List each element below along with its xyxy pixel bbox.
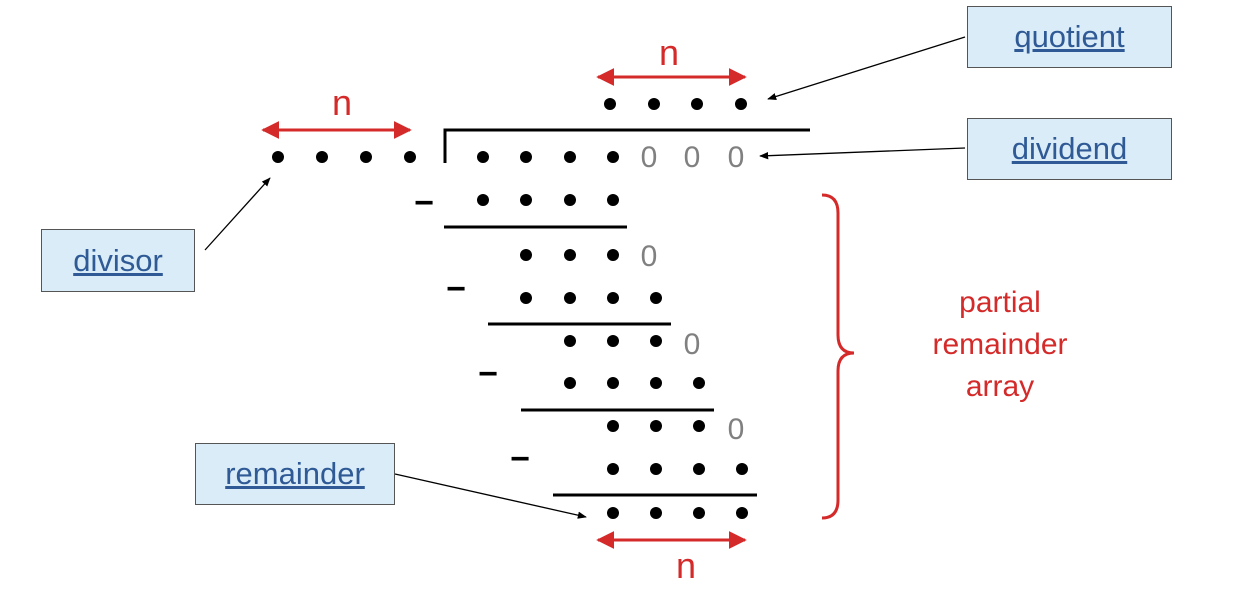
remainder-n-label: n — [676, 545, 696, 586]
dividend-zero-3: 0 — [728, 141, 745, 174]
partial-rem-3-dot-1 — [607, 420, 619, 432]
dividend-dot-4 — [607, 151, 619, 163]
quotient-dot-4 — [735, 98, 747, 110]
partial-rem-1-dot-1 — [520, 249, 532, 261]
quotient-label[interactable]: quotient — [967, 6, 1172, 68]
minus-sign-3: − — [478, 355, 498, 393]
remainder-dot-2 — [650, 507, 662, 519]
subtrahend-4-dot-4 — [736, 463, 748, 475]
subtrahend-1-dot-2 — [520, 194, 532, 206]
division-bracket — [443, 128, 810, 163]
divisor-dot-1 — [272, 151, 284, 163]
divisor-label[interactable]: divisor — [41, 229, 195, 292]
partial-rem-2-dot-1 — [564, 335, 576, 347]
divisor-dot-4 — [404, 151, 416, 163]
quotient-n-label: n — [659, 32, 679, 73]
subtrahend-3-dot-1 — [564, 377, 576, 389]
subtrahend-1-dot-4 — [607, 194, 619, 206]
quotient-dot-2 — [648, 98, 660, 110]
subtrahend-3-dot-4 — [693, 377, 705, 389]
remainder-label[interactable]: remainder — [195, 443, 395, 505]
dividend-dot-1 — [477, 151, 489, 163]
dividend-zero-1: 0 — [641, 141, 658, 174]
partial-rem-2-dot-2 — [607, 335, 619, 347]
remainder-row-1-zero: 0 — [641, 240, 658, 273]
partial-rem-3-dot-3 — [693, 420, 705, 432]
remainder-pointer-arrow — [394, 473, 587, 519]
remainder-row-2-zero: 0 — [684, 328, 701, 361]
subtrahend-4-dot-3 — [693, 463, 705, 475]
dividend-label[interactable]: dividend — [967, 118, 1172, 180]
remainder-dot-4 — [736, 507, 748, 519]
minus-sign-2: − — [446, 270, 466, 308]
dividend-dot-3 — [564, 151, 576, 163]
brace-caption-line-2: remainder — [932, 328, 1067, 361]
partial-rem-1-dot-3 — [607, 249, 619, 261]
quotient-dot-3 — [691, 98, 703, 110]
minus-sign-1: − — [414, 184, 434, 222]
subtrahend-4-dot-2 — [650, 463, 662, 475]
remainder-dot-3 — [693, 507, 705, 519]
dividend-pointer-arrow — [759, 147, 966, 160]
subtrahend-3-dot-2 — [607, 377, 619, 389]
divisor-n-label: n — [332, 82, 352, 123]
subtrahend-1-dot-1 — [477, 194, 489, 206]
dividend-dot-2 — [520, 151, 532, 163]
quotient-pointer-arrow — [767, 36, 966, 101]
remainder-dot-1 — [607, 507, 619, 519]
divisor-dot-3 — [360, 151, 372, 163]
partial-rem-2-dot-3 — [650, 335, 662, 347]
brace-caption-line-1: partial — [959, 286, 1041, 319]
subtrahend-1-dot-3 — [564, 194, 576, 206]
subtrahend-2-dot-3 — [607, 292, 619, 304]
partial-remainder-brace — [821, 193, 855, 520]
dot-bits — [272, 98, 748, 519]
divisor-pointer-arrow — [204, 177, 271, 251]
dividend-zero-2: 0 — [684, 141, 701, 174]
minus-sign-4: − — [510, 440, 530, 478]
subtrahend-4-dot-1 — [607, 463, 619, 475]
divisor-dot-2 — [316, 151, 328, 163]
partial-rem-3-dot-2 — [650, 420, 662, 432]
brace-caption-line-3: array — [966, 370, 1034, 403]
subtrahend-2-dot-1 — [520, 292, 532, 304]
subtrahend-2-dot-2 — [564, 292, 576, 304]
subtrahend-3-dot-3 — [650, 377, 662, 389]
quotient-dot-1 — [604, 98, 616, 110]
partial-rem-1-dot-2 — [564, 249, 576, 261]
subtrahend-2-dot-4 — [650, 292, 662, 304]
remainder-row-3-zero: 0 — [728, 413, 745, 446]
